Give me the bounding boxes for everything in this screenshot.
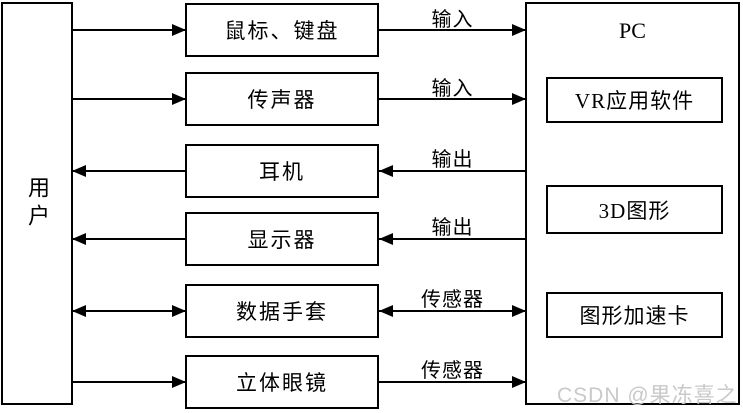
pc-box-title: PC [619, 18, 646, 43]
arrow-headphones-to-user [72, 165, 186, 177]
device-box-mouse-keyboard: 鼠标、键盘 [185, 3, 379, 57]
arrow-mouse-keyboard-to-pc [379, 24, 526, 36]
arrowhead-right-icon [512, 376, 526, 388]
pc-component-label: 3D图形 [598, 198, 671, 223]
arrow-dataglove-pc-bidirectional [379, 305, 526, 317]
arrowhead-right-icon [512, 305, 526, 317]
arrow-user-to-mouse-keyboard [72, 24, 186, 36]
device-box-display: 显示器 [185, 212, 379, 266]
signal-label-sensor-2: 传感器 [421, 360, 484, 382]
device-label: 传声器 [247, 88, 317, 112]
pc-component-label: 图形加速卡 [579, 304, 690, 328]
signal-label-input-1: 输入 [431, 9, 474, 31]
arrowhead-left-icon [72, 305, 86, 317]
device-label: 数据手套 [236, 300, 328, 324]
arrowhead-right-icon [172, 376, 186, 388]
arrowhead-right-icon [172, 305, 186, 317]
pc-component-graphics-accelerator: 图形加速卡 [546, 292, 723, 338]
arrow-display-to-user [72, 233, 186, 245]
arrowhead-right-icon [172, 93, 186, 105]
arrowhead-right-icon [512, 93, 526, 105]
arrow-pc-to-headphones [379, 165, 526, 177]
device-label: 鼠标、键盘 [224, 19, 340, 43]
user-box-label: 用户 [25, 175, 50, 232]
signal-label-output-2: 输出 [431, 217, 474, 239]
signal-label-input-2: 输入 [431, 78, 474, 100]
arrow-user-to-stereo-glasses [72, 376, 186, 388]
arrow-pc-to-display [379, 233, 526, 245]
arrowhead-left-icon [379, 305, 393, 317]
arrowhead-left-icon [72, 165, 86, 177]
arrowhead-right-icon [512, 24, 526, 36]
device-box-headphones: 耳机 [185, 144, 379, 198]
arrowhead-left-icon [72, 233, 86, 245]
device-label: 立体眼镜 [236, 371, 328, 395]
pc-box: PC VR应用软件 3D图形 图形加速卡 [525, 2, 740, 405]
arrow-user-dataglove-bidirectional [72, 305, 186, 317]
arrow-user-to-microphone [72, 93, 186, 105]
pc-component-3d-graphics: 3D图形 [546, 185, 723, 234]
device-box-data-glove: 数据手套 [185, 284, 379, 338]
device-label: 显示器 [247, 228, 317, 252]
arrowhead-left-icon [379, 165, 393, 177]
csdn-watermark: CSDN @果冻喜之郎 [557, 384, 738, 407]
device-box-stereo-glasses: 立体眼镜 [185, 355, 379, 409]
pc-component-label: VR应用软件 [574, 89, 695, 113]
arrowhead-right-icon [172, 24, 186, 36]
user-box: 用户 [1, 2, 73, 405]
arrow-stereo-glasses-to-pc [379, 376, 526, 388]
arrowhead-left-icon [379, 233, 393, 245]
device-box-microphone: 传声器 [185, 72, 379, 126]
signal-label-output-1: 输出 [431, 149, 474, 171]
signal-label-sensor-1: 传感器 [421, 289, 484, 311]
pc-component-vr-software: VR应用软件 [546, 77, 723, 123]
arrow-microphone-to-pc [379, 93, 526, 105]
device-label: 耳机 [259, 160, 305, 184]
